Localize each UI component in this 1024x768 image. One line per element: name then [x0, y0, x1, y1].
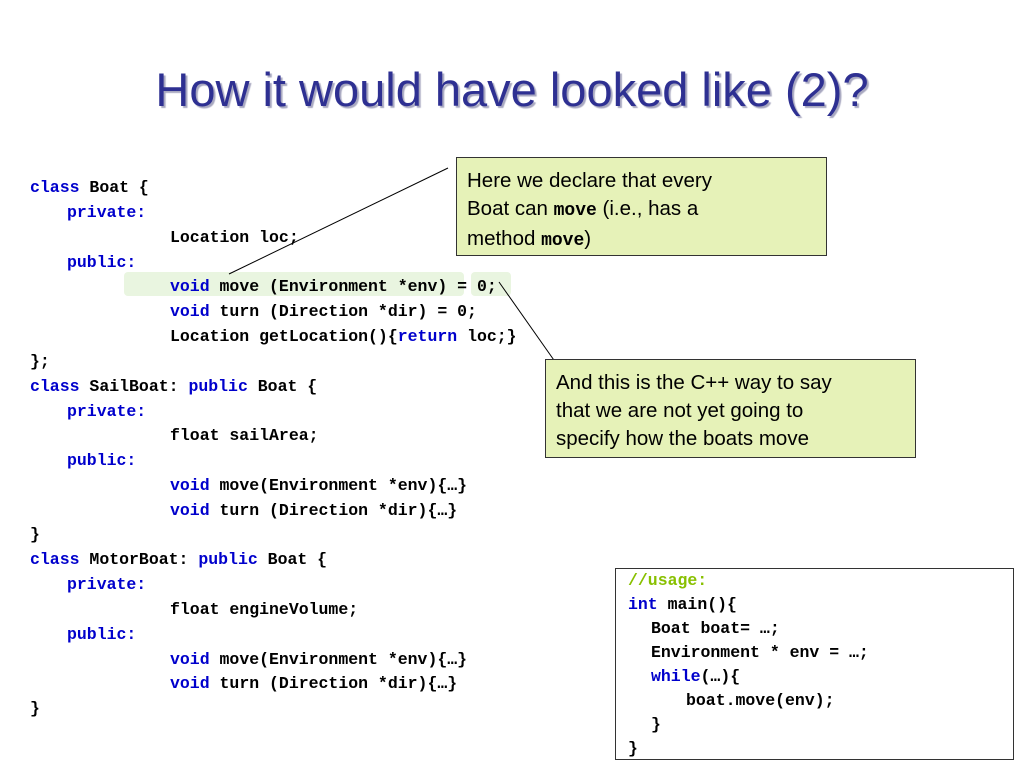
- code-line: public:: [67, 625, 137, 644]
- code-line: Boat boat= …;: [651, 619, 780, 638]
- code-line: private:: [67, 402, 147, 421]
- callout-line: And this is the C++ way to say: [556, 371, 832, 394]
- code-line: private:: [67, 203, 147, 222]
- connector-line-move: [228, 167, 449, 275]
- usage-comment: //usage:: [628, 571, 708, 590]
- code-line: private:: [67, 575, 147, 594]
- code-line: public:: [67, 253, 137, 272]
- code-line: }: [628, 739, 638, 758]
- code-line: public:: [67, 451, 137, 470]
- callout-line: specify how the boats move: [556, 427, 809, 450]
- highlight-move-declaration: [124, 272, 464, 296]
- code-line: Location getLocation(){return loc;}: [170, 327, 517, 346]
- code-line: };: [30, 352, 50, 371]
- code-line: int main(){: [628, 595, 737, 614]
- code-line: }: [651, 715, 661, 734]
- code-line: void turn (Direction *dir) = 0;: [170, 302, 477, 321]
- callout-line: Boat can move (i.e., has a: [467, 197, 699, 221]
- code-line: float engineVolume;: [170, 600, 359, 619]
- code-line: void move (Environment *env) = 0;: [170, 277, 497, 296]
- connector-line-pure-virtual: [498, 281, 564, 374]
- code-line: void turn (Direction *dir){…}: [170, 674, 458, 693]
- code-line: class Boat {: [30, 178, 149, 197]
- code-line: class MotorBoat: public Boat {: [30, 550, 328, 569]
- callout-line: that we are not yet going to: [556, 399, 804, 422]
- callout-line: Here we declare that every: [467, 169, 712, 192]
- code-line: float sailArea;: [170, 426, 319, 445]
- highlight-pure-specifier: [471, 272, 511, 296]
- slide-title: How it would have looked like (2)?: [155, 63, 869, 116]
- code-line: Location loc;: [170, 228, 299, 247]
- code-line: void move(Environment *env){…}: [170, 476, 468, 495]
- code-line: void move(Environment *env){…}: [170, 650, 468, 669]
- usage-code-box: //usage: int main(){ Boat boat= …; Envir…: [615, 568, 1014, 760]
- code-line: class SailBoat: public Boat {: [30, 377, 318, 396]
- code-line: void turn (Direction *dir){…}: [170, 501, 458, 520]
- code-line: Environment * env = …;: [651, 643, 869, 662]
- code-line: }: [30, 699, 40, 718]
- code-line: while(…){: [651, 667, 741, 686]
- callout-move: Here we declare that every Boat can move…: [456, 157, 827, 256]
- code-line: }: [30, 525, 40, 544]
- code-line: boat.move(env);: [686, 691, 835, 710]
- callout-pure-virtual: And this is the C++ way to say that we a…: [545, 359, 916, 458]
- callout-line: method move): [467, 227, 592, 251]
